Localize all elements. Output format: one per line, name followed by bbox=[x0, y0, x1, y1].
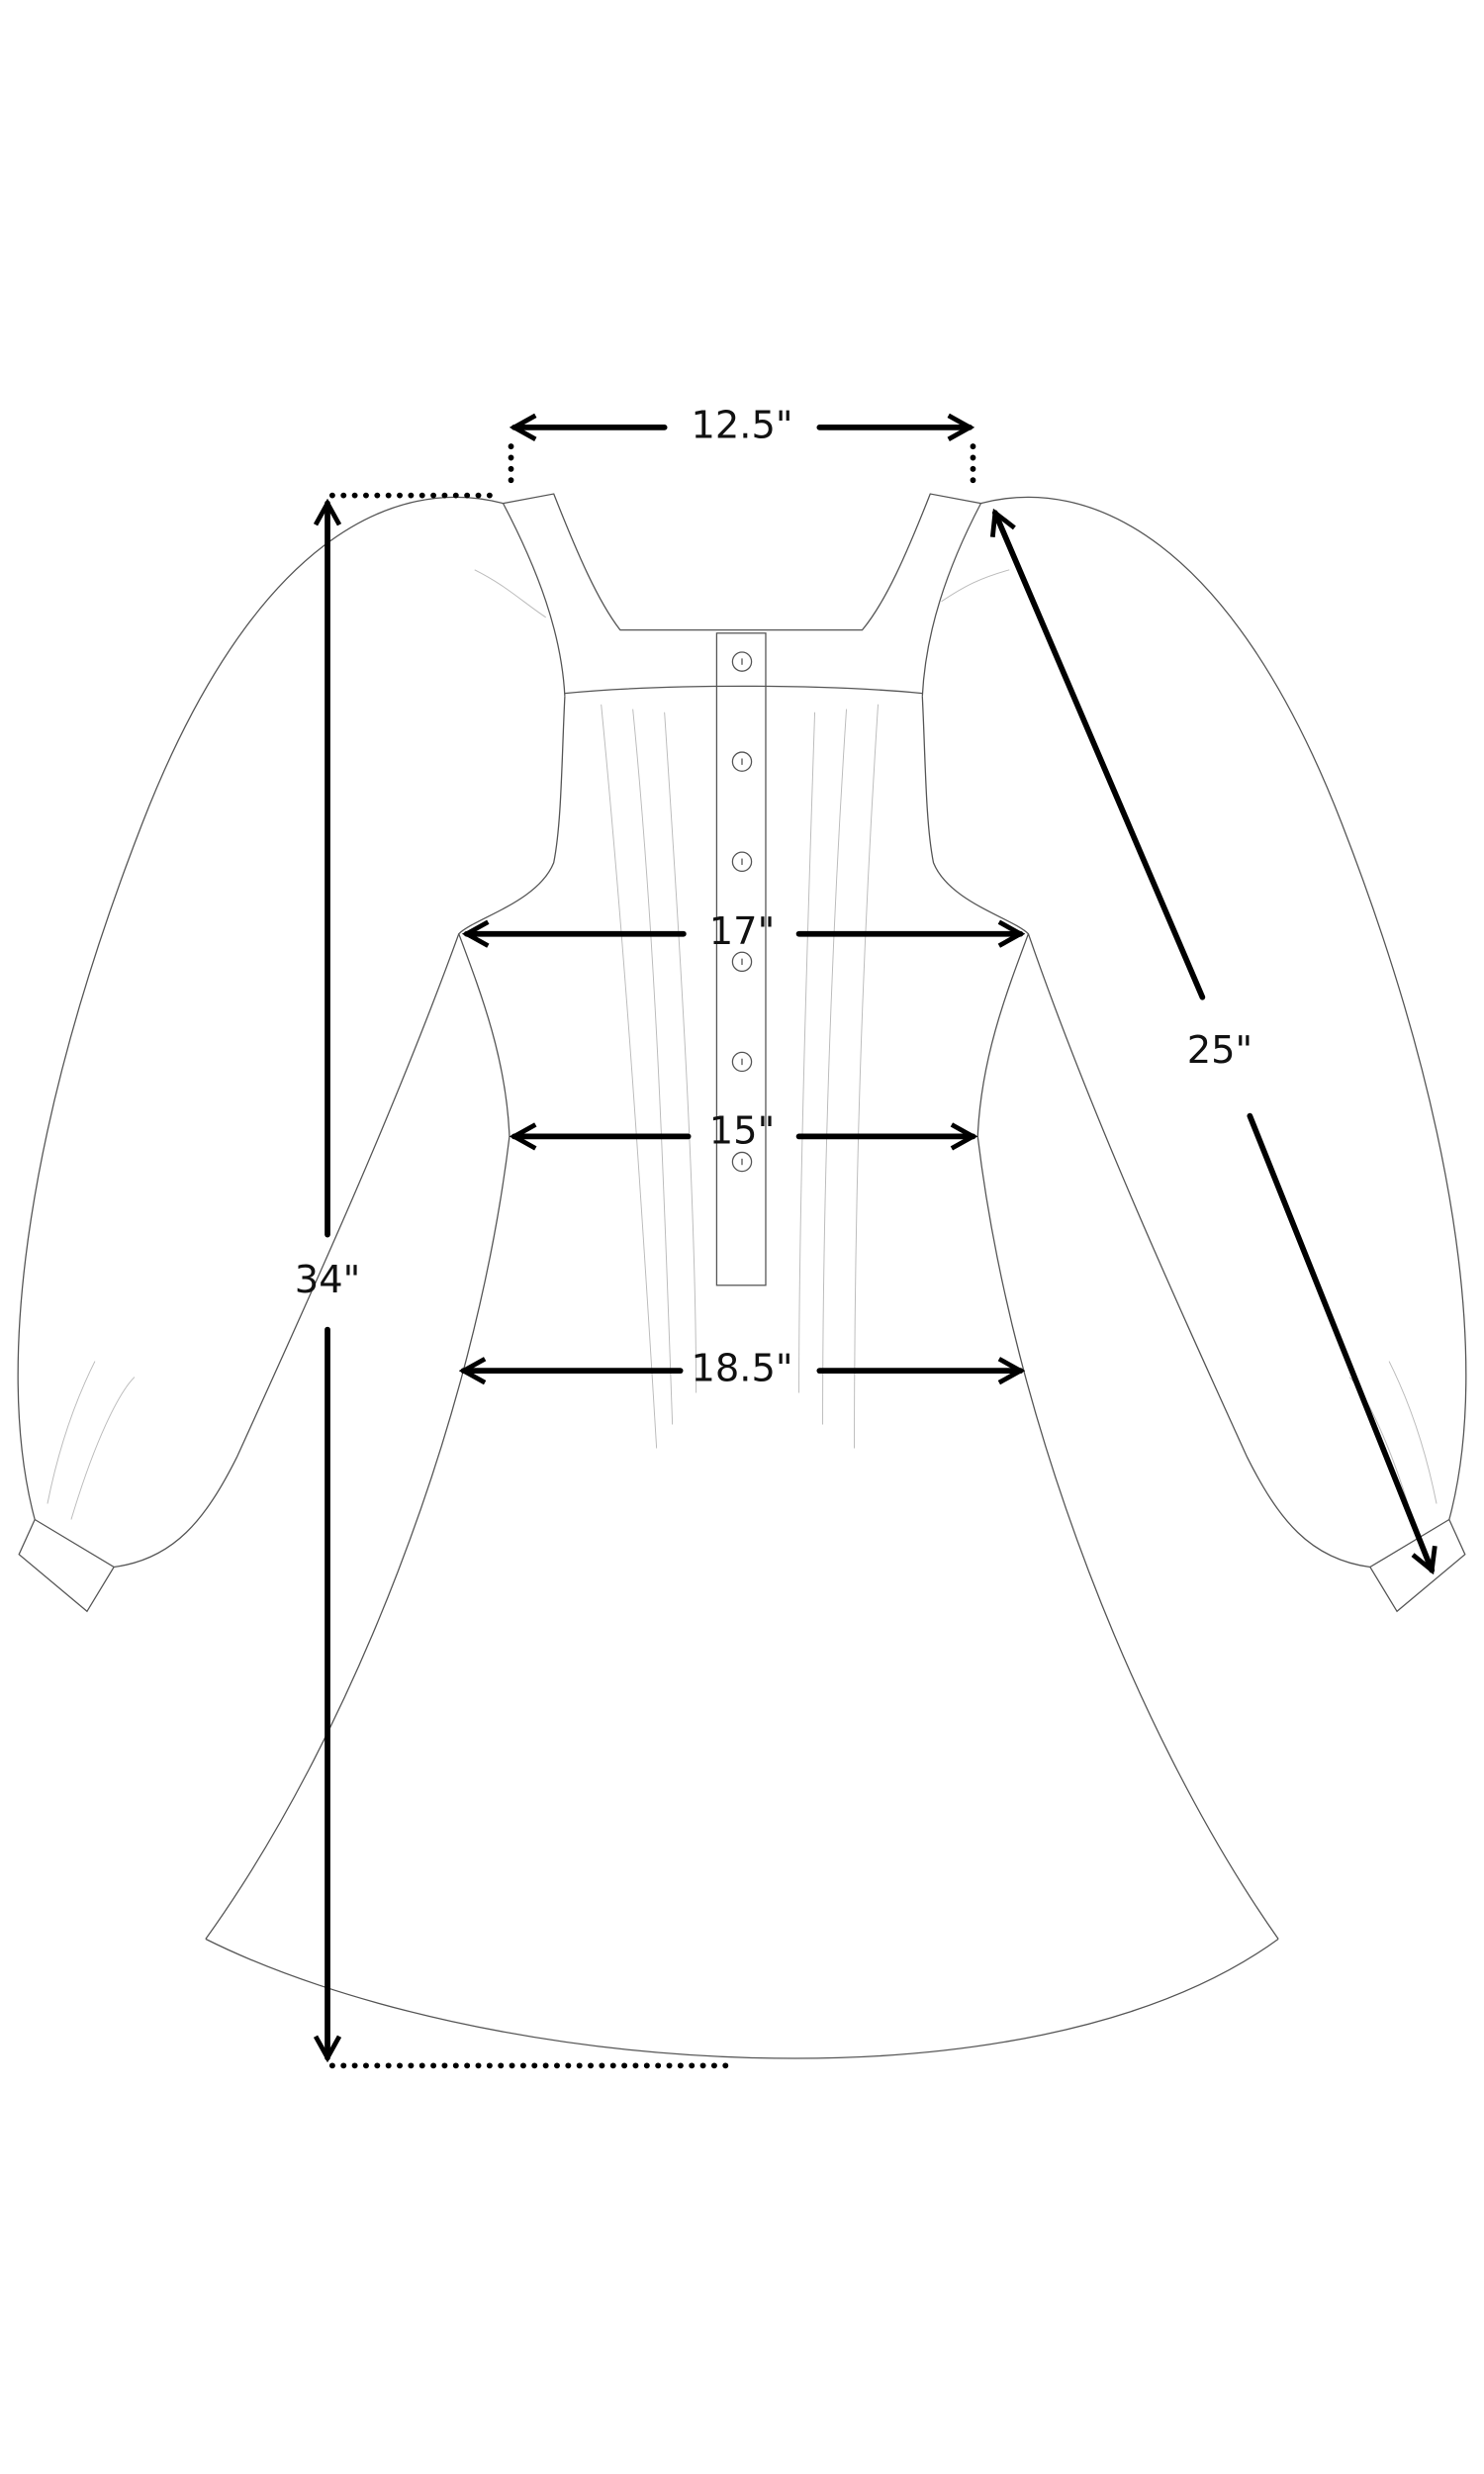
dress-outline bbox=[17, 493, 1467, 2059]
button bbox=[731, 851, 753, 872]
button bbox=[731, 1151, 753, 1173]
dimension-lines: 12.5" 34" 17" 15" 18.5" 25" bbox=[295, 403, 1432, 2069]
length-label: 34" bbox=[295, 1258, 360, 1302]
sleeve-arrow-bottom bbox=[1247, 1112, 1432, 1570]
sleeve-arrow-top bbox=[995, 513, 1206, 1000]
bodice-right bbox=[921, 696, 1279, 1940]
button bbox=[731, 751, 753, 772]
button-placket bbox=[715, 632, 767, 1286]
hem bbox=[205, 1938, 1279, 2059]
buttons bbox=[731, 651, 753, 1173]
shoulder-width-label: 12.5" bbox=[691, 403, 792, 447]
chest-label: 17" bbox=[709, 909, 775, 954]
button bbox=[731, 1051, 753, 1073]
button bbox=[731, 951, 753, 973]
hip-label: 18.5" bbox=[691, 1347, 792, 1391]
left-cuff bbox=[18, 1518, 116, 1613]
yoke-seam bbox=[564, 685, 923, 695]
sleeve-length-label: 25" bbox=[1187, 1028, 1252, 1073]
bodice-left bbox=[205, 696, 566, 1940]
neckline bbox=[502, 493, 982, 697]
right-sleeve bbox=[980, 496, 1467, 1569]
right-cuff bbox=[1368, 1518, 1466, 1613]
button bbox=[731, 651, 753, 672]
left-sleeve bbox=[17, 496, 504, 1569]
waist-label: 15" bbox=[709, 1109, 775, 1154]
